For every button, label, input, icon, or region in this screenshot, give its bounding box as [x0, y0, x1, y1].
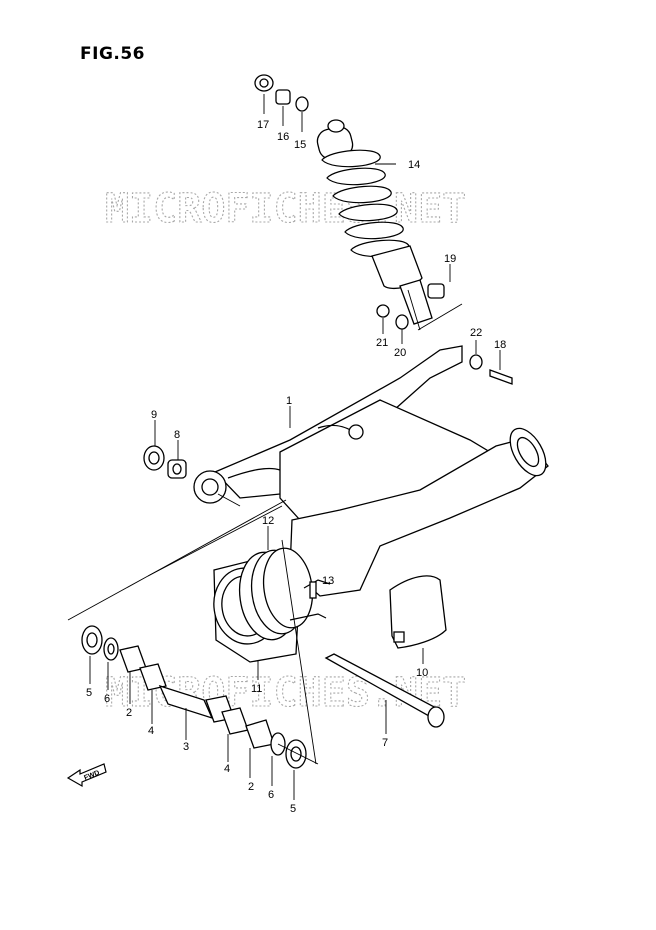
callout-19: 19: [444, 253, 456, 265]
pivot-nut-9: [143, 445, 165, 471]
figure-title: FIG.56: [80, 44, 146, 64]
callout-16: 16: [277, 131, 289, 143]
callout-3: 3: [183, 741, 189, 753]
fwd-arrow: FWD: [66, 763, 107, 788]
callout-2-left: 2: [126, 707, 132, 719]
callout-11: 11: [251, 683, 262, 695]
callout-13: 13: [322, 575, 334, 587]
callout-6-left: 6: [104, 693, 110, 705]
rear-shock-absorber: [316, 119, 433, 325]
callout-5-left: 5: [86, 687, 92, 699]
chain-guard-10: [389, 575, 447, 649]
swingarm: [213, 345, 549, 597]
callout-8: 8: [174, 429, 180, 441]
callout-20: 20: [394, 347, 406, 359]
watermark-top: MICROFICHES.NET: [105, 186, 466, 232]
leader-lines: [67, 94, 501, 800]
callout-21: 21: [376, 337, 388, 349]
callout-7: 7: [382, 737, 388, 749]
callout-6-right: 6: [268, 789, 274, 801]
callout-4-right: 4: [224, 763, 230, 775]
callout-4-left: 4: [148, 725, 154, 737]
callout-2-right: 2: [248, 781, 254, 793]
pivot-shaft-7: [324, 653, 445, 728]
callout-10: 10: [416, 667, 428, 679]
bearing-stack: [81, 625, 307, 769]
callout-5-right: 5: [290, 803, 296, 815]
callout-9: 9: [151, 409, 157, 421]
pivot-collar-8: [167, 459, 187, 479]
callout-14: 14: [408, 159, 420, 171]
callout-12: 12: [262, 515, 274, 527]
pivot-boss: [193, 470, 227, 504]
boot-assembly: [213, 547, 331, 663]
callout-18: 18: [494, 339, 506, 351]
callout-15: 15: [294, 139, 306, 151]
callout-numbers: 1 2 2 3 4 4 5 5 6 6 7 8 9 10 11 12 13 14…: [86, 119, 506, 815]
callout-17: 17: [257, 119, 269, 131]
callout-1: 1: [286, 395, 292, 407]
upper-hardware: [254, 74, 513, 599]
callout-22: 22: [470, 327, 482, 339]
